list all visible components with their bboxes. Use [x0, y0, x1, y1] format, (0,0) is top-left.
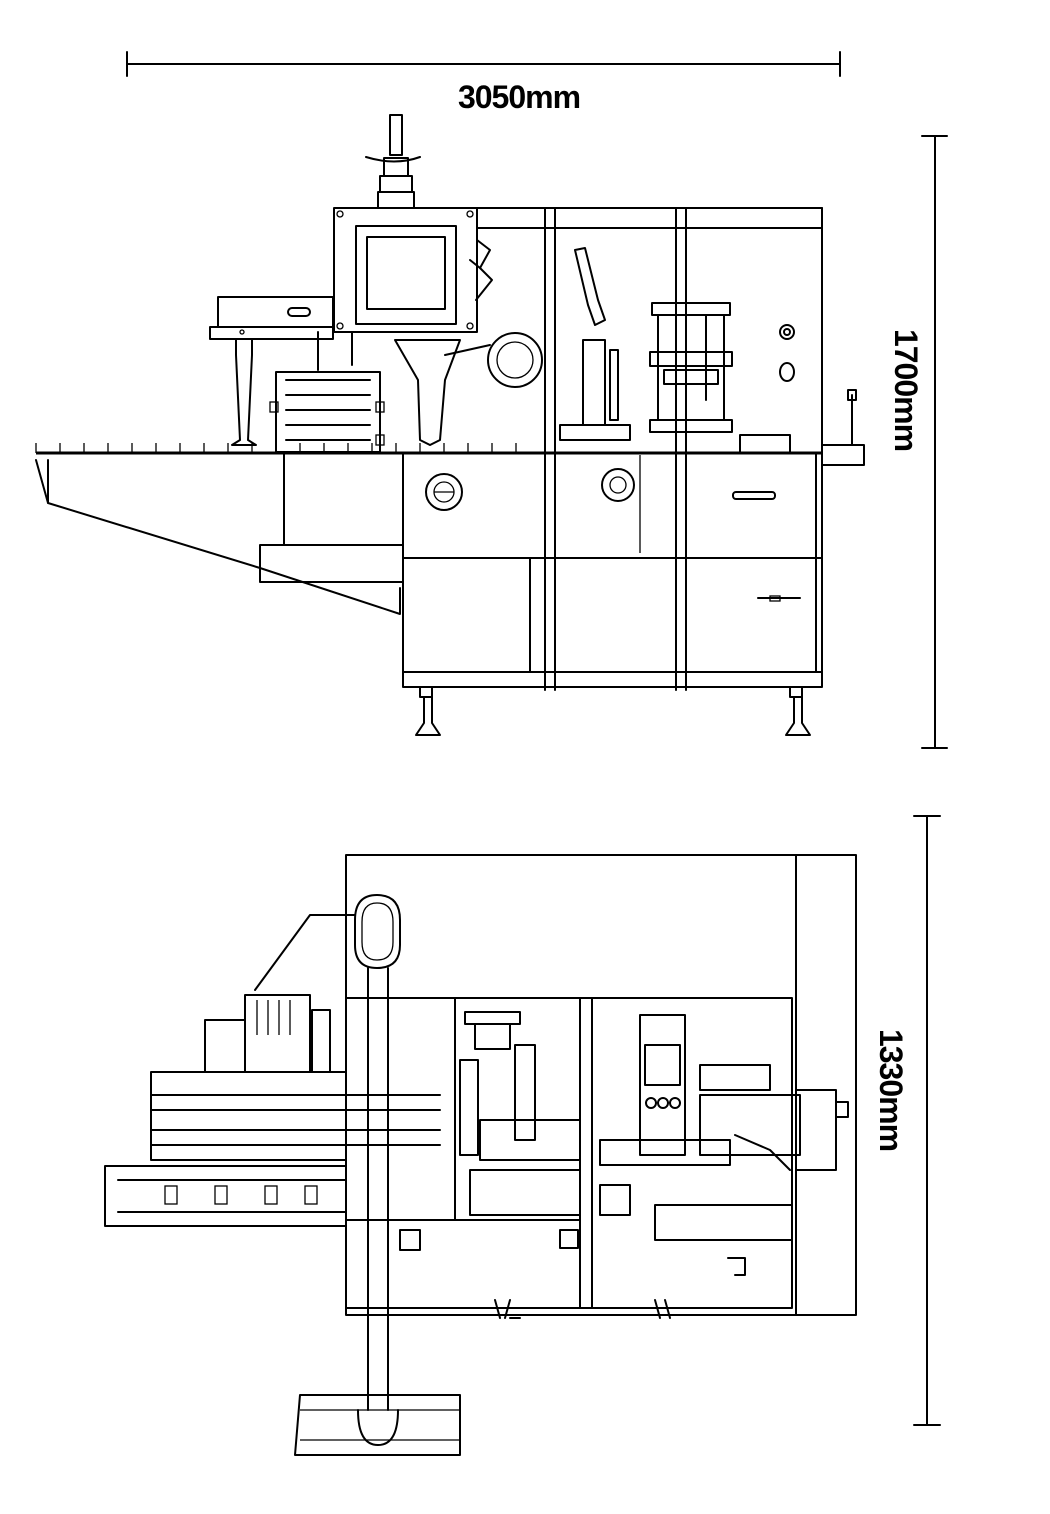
top-magazine [204, 914, 356, 1073]
depth-label: 1330mm [873, 1029, 909, 1151]
front-view [35, 114, 865, 736]
depth-dimension: 1330mm [873, 815, 941, 1426]
top-view [104, 854, 857, 1456]
signal-tower [365, 114, 421, 209]
cabinet-lower [402, 452, 823, 688]
top-conveyor [104, 1071, 441, 1227]
leaflet-feeder [209, 296, 334, 446]
cabinet-upper [476, 207, 823, 691]
carton-magazine [269, 371, 385, 453]
hopper-assembly [394, 239, 543, 446]
height-label: 1700mm [888, 329, 924, 451]
control-arm [294, 894, 461, 1456]
top-housing [345, 854, 857, 1316]
control-box [317, 207, 478, 371]
height-dimension: 1700mm [888, 135, 948, 749]
infeed-chute [35, 452, 404, 615]
width-dimension: 3050mm [126, 51, 841, 115]
machine-feet [415, 686, 811, 736]
top-mechanisms [345, 1011, 849, 1319]
erector-mechanism [559, 247, 631, 441]
width-label: 3050mm [458, 79, 580, 115]
tower-mechanism [649, 302, 795, 433]
